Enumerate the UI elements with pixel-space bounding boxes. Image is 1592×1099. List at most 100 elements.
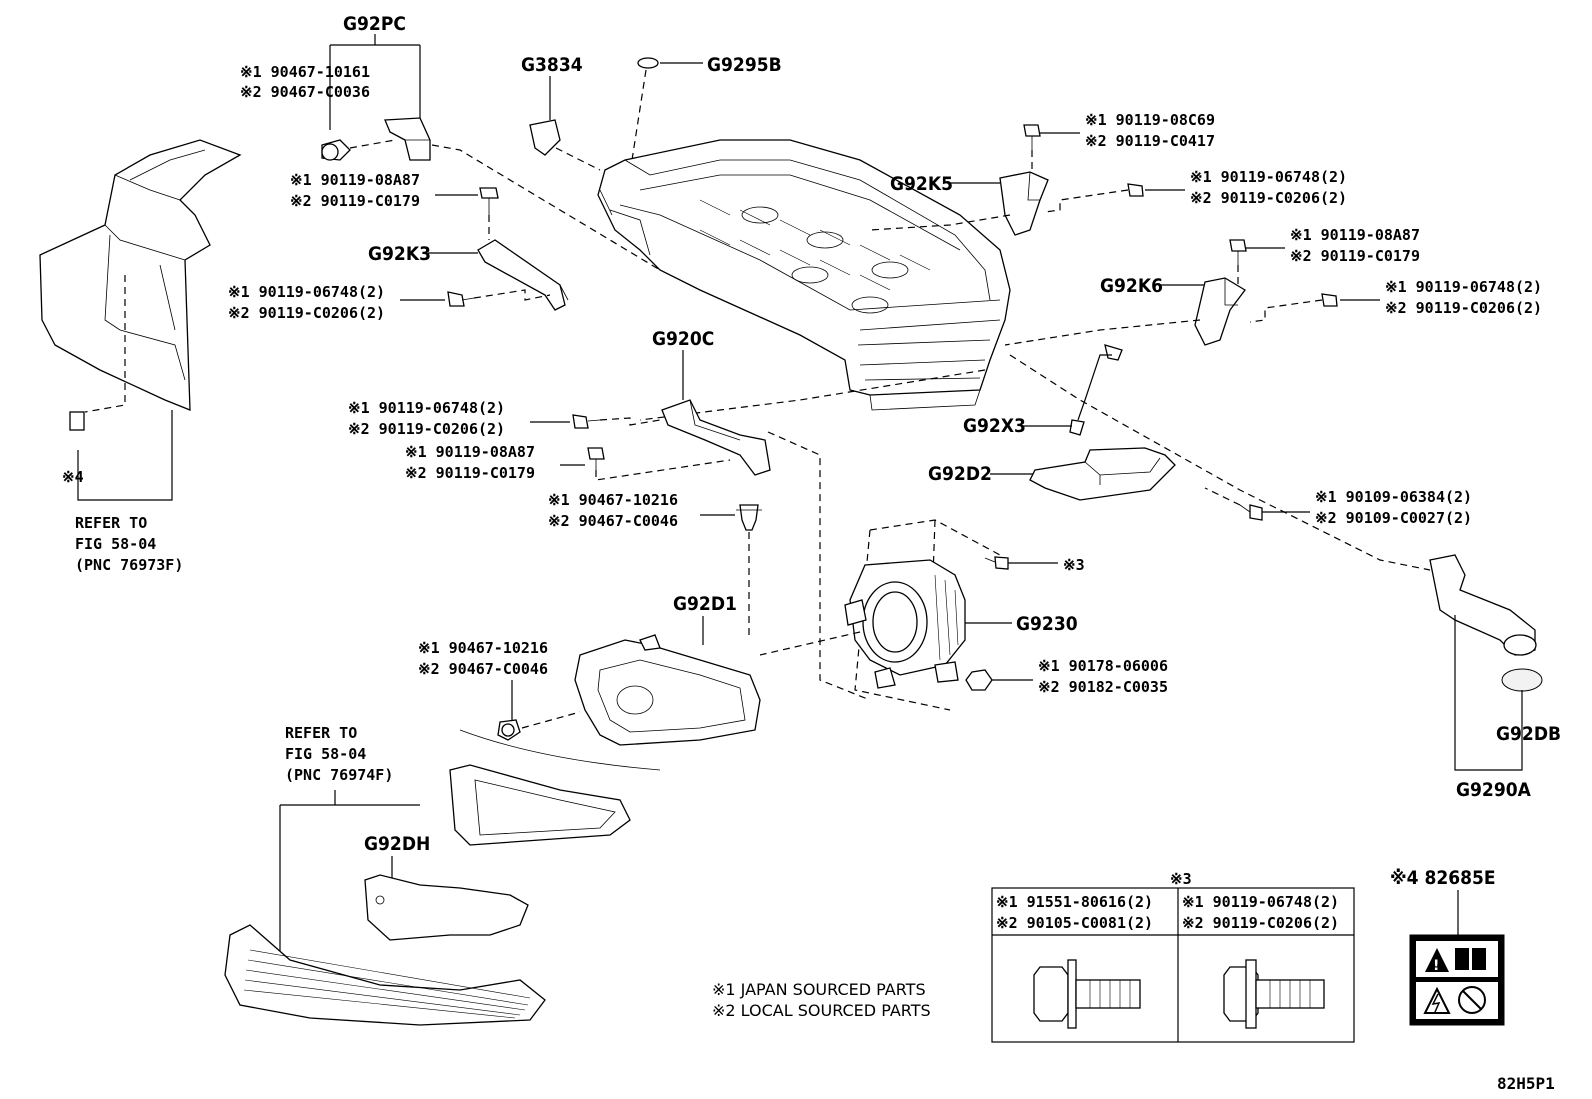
duct-G9290A [1429,554,1537,656]
code-G92K3-b2: ※2 90119-C0206(2) [228,304,385,322]
pnc-G92K6: G92K6 [1100,275,1163,297]
table3-c2a: ※1 90119-06748(2) [1182,893,1339,911]
bolt-G92K6-top [1229,239,1247,265]
trim-arc-upper [459,729,661,771]
warning-triangle-icon [1425,948,1449,972]
code-G92K3-b1: ※1 90119-06748(2) [228,283,385,301]
pnc-G92D2: G92D2 [928,463,992,485]
code-G92K6-a1: ※1 90119-08A87 [1290,226,1420,244]
refer1-line3: (PNC 76973F) [75,556,183,574]
code-G92K5-b1: ※1 90119-06748(2) [1190,168,1347,186]
bracket-G3834 [529,119,561,156]
pnc-G9295B: G9295B [707,54,782,76]
grille-G92DH [224,924,546,1026]
code-G920C-b2: ※2 90119-C0179 [405,464,535,482]
mark-4: ※4 [62,468,84,486]
bracket-G920C [661,399,771,476]
clip-G92PC [321,139,351,161]
bolt-table: ※3 ※1 91551-80616(2) ※2 90105-C0081(2) ※… [991,870,1355,1043]
label4-title: ※4 82685E [1390,867,1496,889]
code-G92D2-a1: ※1 90109-06384(2) [1315,488,1472,506]
bracket-G92K6 [1194,277,1246,346]
code-G920C-c2: ※2 90467-C0046 [548,512,678,530]
pnc-G92D1: G92D1 [673,593,737,615]
code-G92D1-a1: ※1 90467-10216 [418,639,548,657]
pnc-G9290A: G9290A [1456,779,1532,801]
code-G92K5-a2: ※2 90119-C0417 [1085,132,1215,150]
code-G92K6-a2: ※2 90119-C0179 [1290,247,1420,265]
bolt-G92K5-side [1127,183,1144,197]
left-side-panel [39,139,242,431]
grommet-G9295B [637,57,659,69]
code-G9230-a2: ※2 90182-C0035 [1038,678,1168,696]
code-G9230-a1: ※1 90178-06006 [1038,657,1168,675]
duct-G92D2 [1029,447,1176,501]
bolt-G92K3-top [479,187,499,215]
bolt-G920C-side [572,414,601,429]
figure-id: 82H5P1 [1497,1074,1555,1093]
mark-3-blower: ※3 [1063,556,1085,574]
bolt-G92K3-side [447,291,475,307]
leader-G9290A [1454,615,1523,771]
bracket-G92K5 [999,171,1049,236]
code-G92D2-a2: ※2 90109-C0027(2) [1315,509,1472,527]
refer2-line3: (PNC 76974F) [285,766,393,784]
pnc-G92X3: G92X3 [963,415,1026,437]
leader-refer1 [77,410,173,501]
pnc-G920C: G920C [652,328,714,350]
bolt-G920C-top [587,447,605,470]
clip-G920C [736,504,762,531]
code-G920C-a1: ※1 90119-06748(2) [348,399,505,417]
bracket-G92PC [384,117,431,161]
grommet-G92DB [1501,668,1543,692]
refer2-line1: REFER TO [285,724,357,742]
table3-c1a: ※1 91551-80616(2) [996,893,1153,911]
bolt-G92K6-side [1321,293,1338,307]
flange-bolt-image [1033,959,1141,1029]
pad-G92DH [364,874,529,941]
note-local-sourced: ※2 LOCAL SOURCED PARTS [712,1001,931,1020]
table3-c2b: ※2 90119-C0206(2) [1182,914,1339,932]
code-G92PC-2: ※2 90467-C0036 [240,83,370,101]
blower-G9230 [844,559,966,689]
washer-bolt-image [1223,959,1325,1029]
code-G92K6-b1: ※1 90119-06748(2) [1385,278,1542,296]
clip-G92D1 [497,719,521,741]
code-G920C-b1: ※1 90119-08A87 [405,443,535,461]
book-icon [1455,948,1469,970]
refer1-line2: FIG 58-04 [75,535,156,553]
code-G92K6-b2: ※2 90119-C0206(2) [1385,299,1542,317]
nut-G9230 [965,669,993,691]
code-G92K3-a1: ※1 90119-08A87 [290,171,420,189]
duct-G92D1 [574,634,761,746]
pnc-G92DH: G92DH [364,833,430,855]
pnc-G92K3: G92K3 [368,243,431,265]
pnc-G92DB: G92DB [1496,723,1561,745]
svg-text:!: ! [1433,958,1439,974]
bolt-G92K5-top [1023,124,1041,150]
sensor-G92X3 [1069,344,1123,436]
leader-refer2 [279,790,420,960]
refer1-line1: REFER TO [75,514,147,532]
electric-hazard-icon [1423,986,1451,1014]
no-touch-icon [1458,986,1486,1014]
table3-c1b: ※2 90105-C0081(2) [996,914,1153,932]
bracket-G92K3 [477,239,569,311]
bolt-G92D2 [1239,504,1263,521]
warning-label-82685E: ! [1409,934,1505,1026]
code-G92K5-b2: ※2 90119-C0206(2) [1190,189,1347,207]
pnc-G3834: G3834 [521,54,583,76]
code-G92K3-a2: ※2 90119-C0179 [290,192,420,210]
pnc-G92PC: G92PC [343,13,406,35]
code-G92PC-1: ※1 90467-10161 [240,63,370,81]
code-G92K5-a1: ※1 90119-08C69 [1085,111,1215,129]
bolt-G9230-top [984,556,1009,570]
leader-G92PC [329,34,421,130]
refer2-line2: FIG 58-04 [285,745,366,763]
leader-label4 [84,275,126,413]
duct-seal-G92DH-upper [449,764,631,846]
pnc-G9230: G9230 [1016,613,1078,635]
battery-assembly [597,139,1011,411]
code-G920C-a2: ※2 90119-C0206(2) [348,420,505,438]
